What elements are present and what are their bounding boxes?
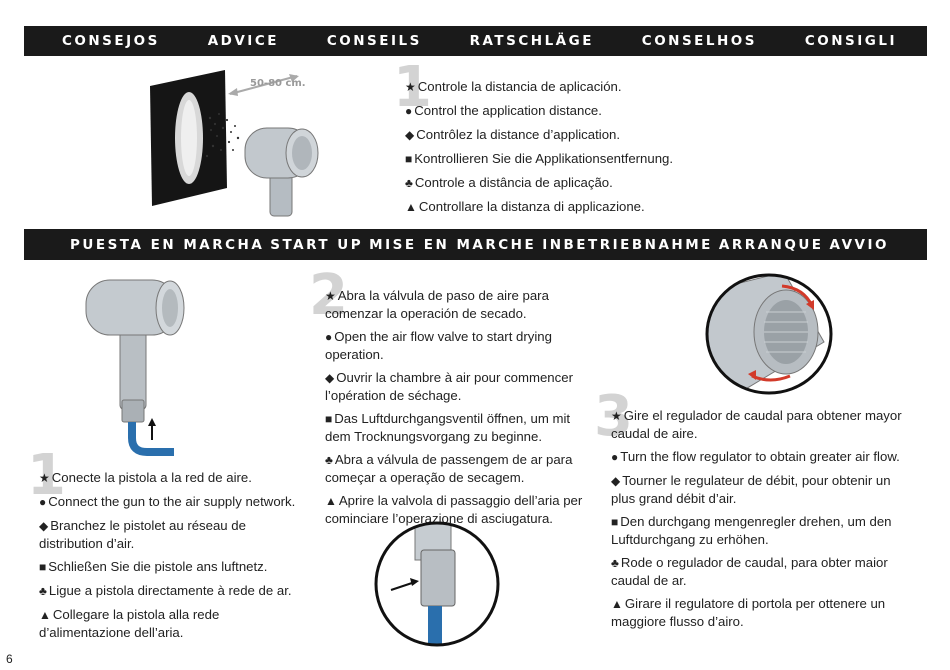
tip-text-block: ★Controle la distancia de aplicación. ●C…	[405, 78, 705, 222]
tip-line-de: ■Kontrollieren Sie die Applikationsentfe…	[405, 151, 674, 166]
startup-header-bar: PUESTA EN MARCHA START UP MISE EN MARCHE…	[24, 229, 927, 260]
header-puesta-en-marcha: PUESTA EN MARCHA	[70, 236, 265, 253]
header-conselhos: CONSELHOS	[641, 33, 758, 49]
valve-closeup-illustration	[374, 521, 500, 647]
step-2-line-pt: ♣Abra a válvula de passengem de ar para …	[325, 452, 573, 485]
tip-line-pt: ♣Controle a distância de aplicação.	[405, 175, 613, 190]
page-number: 6	[6, 652, 13, 666]
header-start-up: START UP	[270, 236, 364, 253]
step-1-line-fr: ◆Branchez le pistolet au réseau de distr…	[39, 518, 246, 551]
step-2-text-block: ★Abra la válvula de paso de aire para co…	[325, 287, 583, 533]
step-1-text-block: ★Conecte la pistola a la red de aire. ●C…	[39, 469, 304, 647]
step-3-line-en: ●Turn the flow regulator to obtain great…	[611, 449, 900, 464]
tip-line-it: ▲Controllare la distanza di applicazione…	[405, 199, 645, 214]
step-1-line-es: ★Conecte la pistola a la red de aire.	[39, 470, 252, 485]
step-1-line-pt: ♣Ligue a pistola directamente à rede de …	[39, 583, 292, 598]
step-1-line-en: ●Connect the gun to the air supply netwo…	[39, 494, 296, 509]
step-3-line-de: ■Den durchgang mengenregler drehen, um d…	[611, 514, 892, 547]
step-3-line-it: ▲Girare il regulatore di portola per ott…	[611, 596, 886, 629]
gun-hose-illustration	[85, 279, 185, 456]
tip-line-es: ★Controle la distancia de aplicación.	[405, 79, 622, 94]
distance-label: 50-80 cm.	[250, 78, 306, 89]
step-2-line-en: ●Open the air flow valve to start drying…	[325, 329, 552, 362]
header-mise-en-marche: MISE EN MARCHE	[369, 236, 537, 253]
tip-line-fr: ◆Contrôlez la distance d’application.	[405, 127, 621, 142]
step-3-line-es: ★Gire el regulador de caudal para obtene…	[611, 408, 902, 441]
tips-header-bar: CONSEJOS ADVICE CONSEILS RATSCHLÄGE CONS…	[24, 26, 927, 56]
step-2-line-es: ★Abra la válvula de paso de aire para co…	[325, 288, 549, 321]
step-2-line-it: ▲Aprire la valvola di passaggio dell’ari…	[325, 493, 583, 526]
step-3-line-fr: ◆Tourner le regulateur de débit, pour ob…	[611, 473, 891, 506]
header-consigli: CONSIGLI	[804, 33, 897, 49]
step-2-line-fr: ◆Ouvrir la chambre à air pour commencer …	[325, 370, 573, 403]
step-2-line-de: ■Das Luftdurchgangsventil öffnen, um mit…	[325, 411, 571, 444]
step-2-number: 2	[309, 263, 348, 328]
header-ratschlaege: RATSCHLÄGE	[469, 33, 594, 49]
regulator-closeup-illustration	[705, 273, 833, 395]
step-3-line-pt: ♣Rode o regulador de caudal, para obter …	[611, 555, 888, 588]
tip-step-number: 1	[393, 55, 432, 120]
header-consejos: CONSEJOS	[62, 33, 160, 49]
header-avvio: AVVIO	[829, 236, 889, 253]
header-inbetriebnahme: INBETRIEBNAHME	[542, 236, 713, 253]
spray-distance-illustration: 50-80 cm.	[150, 70, 319, 217]
step-3-number: 3	[594, 384, 633, 449]
tip-line-en: ●Control the application distance.	[405, 103, 602, 118]
step-1-line-it: ▲Collegare la pistola alla rede d’alimen…	[39, 607, 220, 640]
header-arranque: ARRANQUE	[718, 236, 824, 253]
header-advice: ADVICE	[207, 33, 279, 49]
step-3-text-block: ★Gire el regulador de caudal para obtene…	[611, 407, 911, 636]
step-1-number: 1	[27, 443, 66, 508]
header-conseils: CONSEILS	[326, 33, 422, 49]
step-1-line-de: ■Schließen Sie die pistole ans luftnetz.	[39, 559, 268, 574]
